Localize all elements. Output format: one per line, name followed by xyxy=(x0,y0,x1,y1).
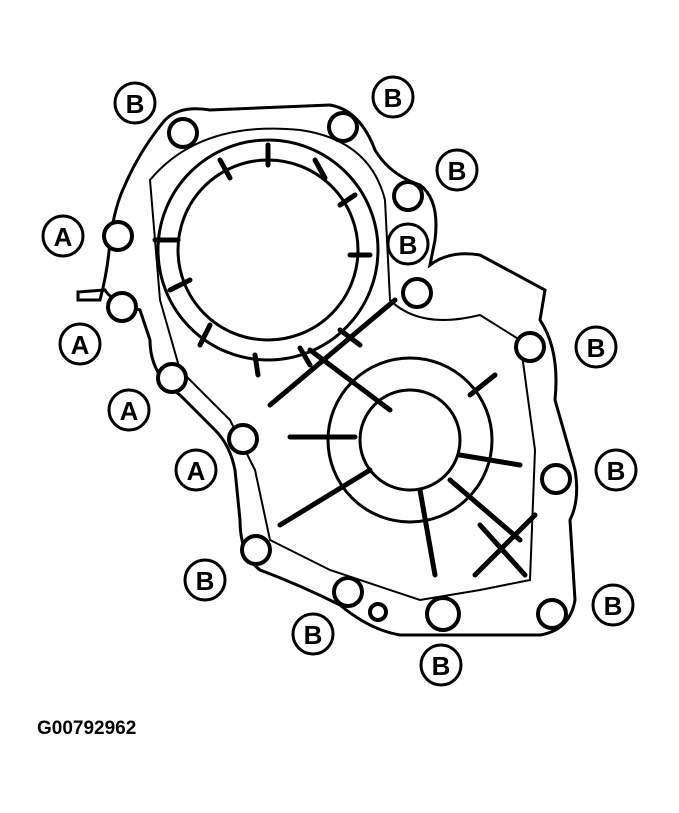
bolt-label-b: B xyxy=(196,566,215,596)
bolt-label-b: B xyxy=(384,83,403,113)
bolt-label-b: B xyxy=(304,620,323,650)
bolt-label-a: A xyxy=(187,456,206,486)
bolt-label-b: B xyxy=(399,230,418,260)
bolt-label-b: B xyxy=(432,651,451,681)
bolt-label-b: B xyxy=(604,591,623,621)
housing-outline xyxy=(76,103,579,637)
bolt-label-a: A xyxy=(71,330,90,360)
figure-id-caption: G00792962 xyxy=(37,718,137,739)
bolt-label-b: B xyxy=(126,89,145,119)
bolt-label-b: B xyxy=(448,156,467,186)
bolt-label-a: A xyxy=(120,396,139,426)
bolt-label-b: B xyxy=(607,456,626,486)
bolt-label-b: B xyxy=(587,333,606,363)
bolt-label-a: A xyxy=(54,222,73,252)
